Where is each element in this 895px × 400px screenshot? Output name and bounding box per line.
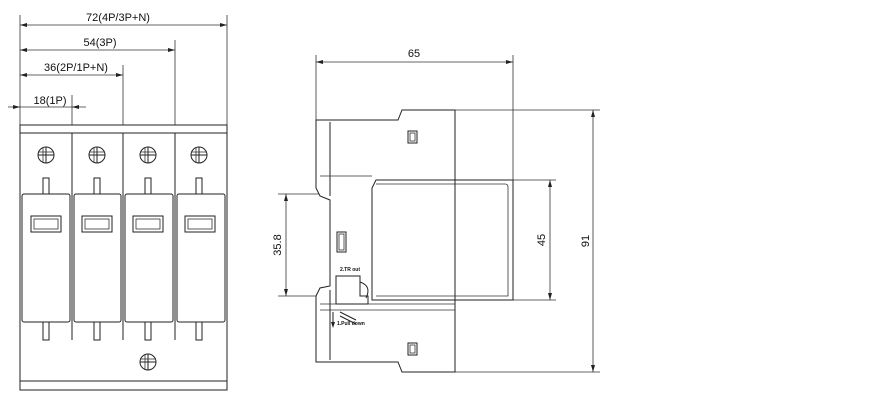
- dim-label-total-height: 91: [580, 235, 592, 247]
- dim-body-height: 45: [513, 179, 556, 301]
- indicator-window-bottom: [407, 342, 418, 356]
- module-pole-1: [21, 193, 71, 323]
- dim-label-rail: 35.8: [272, 234, 284, 255]
- side-body-outline: [315, 109, 514, 373]
- dim-label-2p: 36(2P/1P+N): [44, 62, 108, 74]
- dim-depth: 65: [315, 48, 514, 180]
- dim-label-4p: 72(4P/3P+N): [86, 12, 150, 24]
- front-view: 72(4P/3P+N) 54(3P) 36(2P/1P+N) 18(1P): [8, 12, 228, 391]
- din-rail-latch: 2.TR out 1.Pull down: [331, 267, 369, 328]
- indicator-window-top: [407, 130, 418, 144]
- module-pole-3: [124, 193, 174, 323]
- dim-width-4p: 72(4P/3P+N): [20, 12, 227, 27]
- module-pole-4: [176, 193, 226, 323]
- screw-terminal-icon: [139, 146, 157, 164]
- dim-rail: 35.8: [272, 193, 330, 297]
- screw-terminal-icon: [88, 146, 106, 164]
- dim-width-2p: 36(2P/1P+N): [20, 62, 123, 77]
- dim-width-3p: 54(3P): [20, 37, 175, 52]
- screw-terminal-icon: [190, 146, 208, 164]
- dim-total-height: 91: [455, 109, 600, 373]
- latch-out-label: 2.TR out: [340, 267, 360, 273]
- dim-label-1p: 18(1P): [33, 95, 66, 107]
- dim-label-depth: 65: [408, 48, 420, 60]
- status-window: [336, 231, 347, 253]
- screw-terminal-icon: [37, 146, 55, 164]
- dim-label-3p: 54(3P): [83, 37, 116, 49]
- module-pole-2: [73, 193, 122, 323]
- dim-label-body-height: 45: [536, 234, 548, 246]
- screw-terminal-icon: [139, 353, 157, 371]
- pull-down-label: 1.Pull down: [337, 321, 365, 327]
- dim-width-1p: 18(1P): [8, 95, 86, 109]
- side-view: 65 35.8 45 91: [272, 48, 600, 373]
